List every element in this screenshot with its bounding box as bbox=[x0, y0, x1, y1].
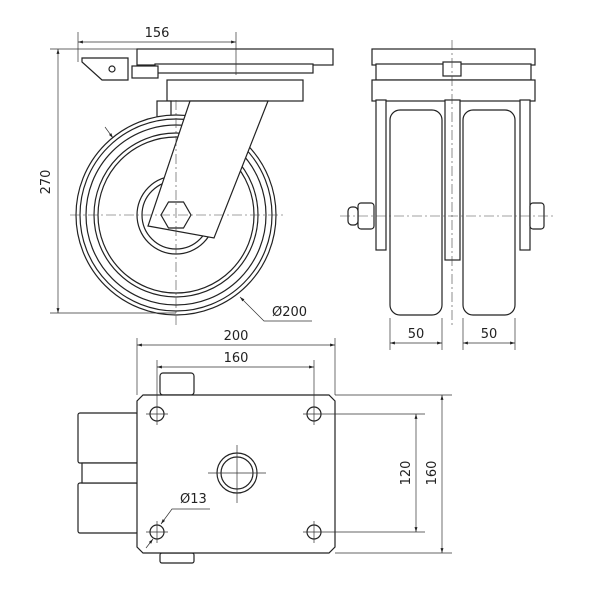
dim-200: 200 bbox=[224, 329, 249, 344]
dim-wheel-diameter: Ø200 bbox=[272, 305, 307, 320]
wheel-left bbox=[389, 109, 443, 316]
dim-50-left: 50 bbox=[408, 327, 425, 342]
dim-120: 120 bbox=[399, 461, 414, 486]
dim-156: 156 bbox=[145, 26, 170, 41]
mounting-plate bbox=[136, 394, 336, 554]
top-plate bbox=[136, 48, 334, 66]
brake-lever bbox=[81, 57, 129, 81]
dim-160-side: 160 bbox=[425, 461, 440, 486]
dim-50-right: 50 bbox=[481, 327, 498, 342]
swivel-housing bbox=[166, 79, 304, 102]
front-view: 50 50 bbox=[340, 40, 555, 350]
top-view: 200 160 120 160 Ø13 bbox=[77, 329, 452, 564]
wheel-right bbox=[462, 109, 516, 316]
dim-160-top: 160 bbox=[224, 351, 249, 366]
dim-hole-diameter: Ø13 bbox=[180, 492, 207, 507]
dim-270: 270 bbox=[39, 170, 54, 195]
axle-nut-top bbox=[159, 372, 195, 396]
side-view: 156 270 Ø200 bbox=[39, 26, 334, 325]
